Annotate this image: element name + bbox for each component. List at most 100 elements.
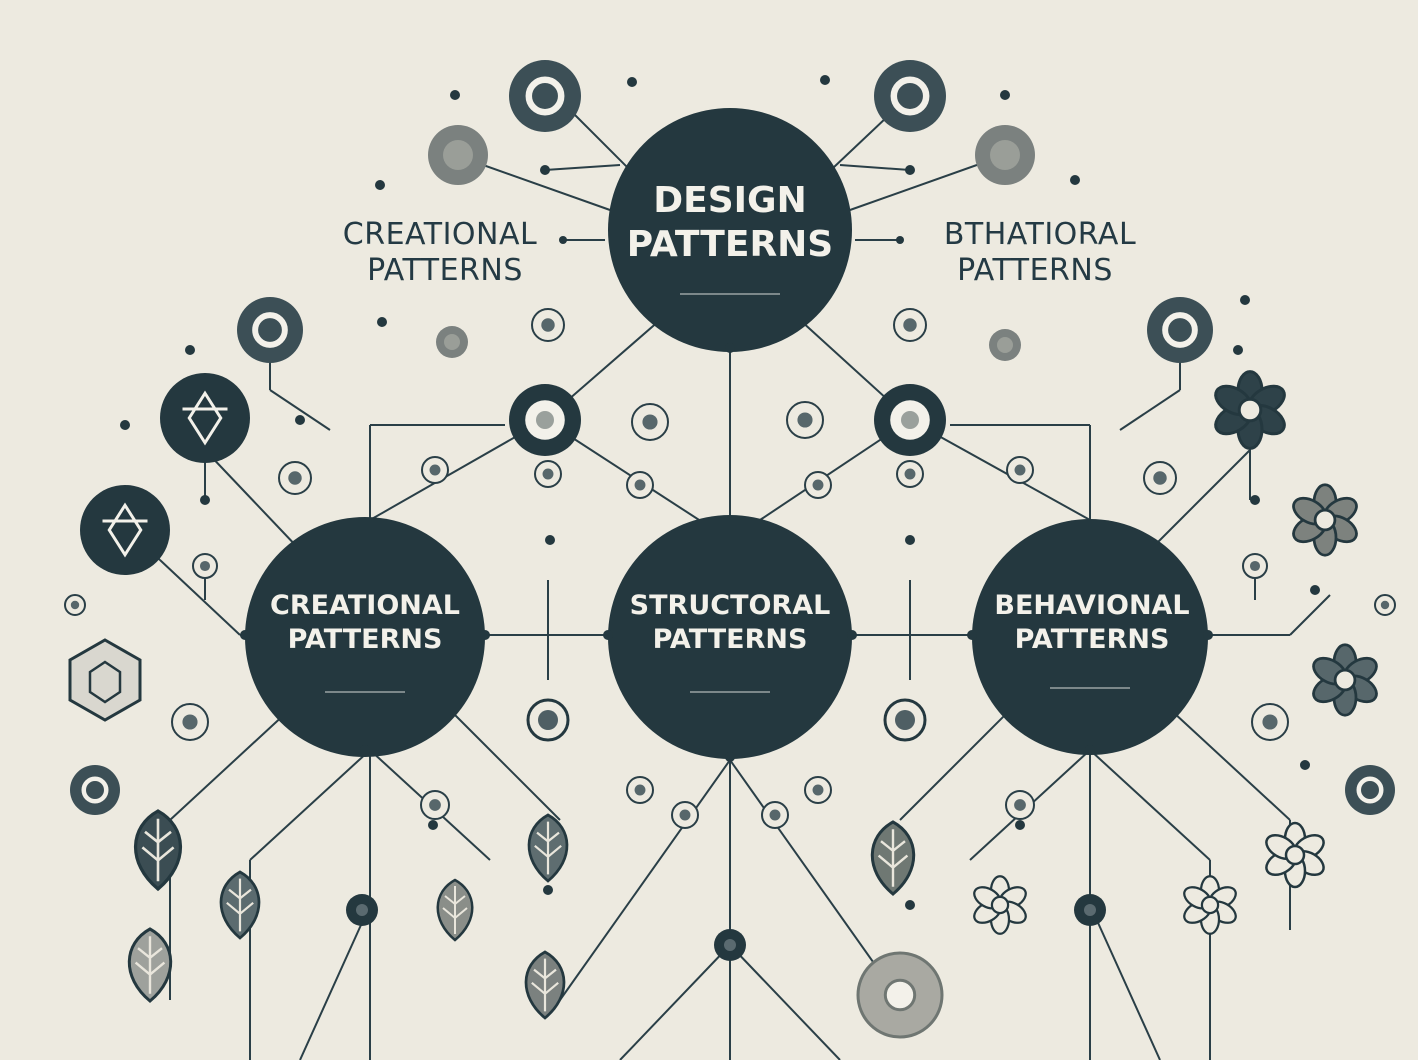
node-dot (905, 165, 915, 175)
node-dot (627, 77, 637, 87)
child-node-structural: STRUCTORAL PATTERNS (603, 515, 857, 762)
ring-icon (804, 471, 832, 499)
ring-icon (526, 698, 570, 742)
side-right-line2: PATTERNS (957, 253, 1113, 288)
node-dot (295, 415, 305, 425)
ring-icon (1006, 456, 1034, 484)
child-node-creational: CREATIONAL PATTERNS (240, 517, 490, 757)
flower-icon (1292, 483, 1358, 557)
node-dot (543, 885, 553, 895)
node-dot (200, 495, 210, 505)
ring-icon (1143, 461, 1177, 495)
child-structural-line1: STRUCTORAL (630, 590, 831, 621)
ring-icon (1345, 765, 1395, 815)
ring-icon (531, 308, 565, 342)
ring-icon (626, 776, 654, 804)
child-behavioral-line1: BEHAVIONAL (994, 590, 1189, 621)
hexagon-icon (68, 638, 142, 722)
tulip-icon (527, 813, 569, 883)
side-left-line1: CREATIONAL (343, 217, 537, 252)
ring-icon (1251, 703, 1289, 741)
connector-dots (120, 75, 1320, 961)
node-dot (375, 180, 385, 190)
node-dot (1000, 90, 1010, 100)
node-dot (185, 345, 195, 355)
node-dot (1240, 295, 1250, 305)
flower-icon (1214, 370, 1286, 450)
root-title-line1: DESIGN (653, 180, 806, 221)
root-title-line2: PATTERNS (627, 224, 833, 265)
compass-icon (160, 373, 250, 463)
ring-icon (420, 790, 450, 820)
node-dot (1310, 585, 1320, 595)
ring-icon (436, 326, 468, 358)
ring-icon (671, 801, 699, 829)
hexagon-inner-icon (88, 660, 122, 704)
ring-icon (64, 594, 86, 616)
ring-icon (509, 384, 581, 456)
node-dot (905, 535, 915, 545)
junction-dot-center (724, 939, 736, 951)
ring-icon (874, 60, 946, 132)
ring-icon (883, 698, 927, 742)
child-structural-line2: PATTERNS (653, 624, 808, 655)
flower-icon (1265, 821, 1325, 889)
lotus-icon (870, 820, 916, 896)
ring-icon (631, 403, 669, 441)
side-label-left: CREATIONAL PATTERNS (343, 217, 567, 288)
tulip-icon (524, 950, 566, 1020)
ring-icon (1242, 553, 1268, 579)
node-dot (820, 75, 830, 85)
node-dot (120, 420, 130, 430)
leaf-icon (134, 809, 182, 892)
child-creational-line1: CREATIONAL (270, 590, 460, 621)
node-dot (1300, 760, 1310, 770)
ring-icon (1374, 594, 1396, 616)
ring-icon (626, 471, 654, 499)
ring-icon (874, 384, 946, 456)
side-right-line1: BTHATIORAL (944, 217, 1136, 252)
node-dot (545, 535, 555, 545)
ring-icon (975, 125, 1035, 185)
ring-icon (70, 765, 120, 815)
ring-icon (896, 460, 924, 488)
ring-icon (237, 297, 303, 363)
ring-icon (989, 329, 1021, 361)
ring-icon (761, 801, 789, 829)
child-behavioral-line2: PATTERNS (1015, 624, 1170, 655)
node-dot (905, 900, 915, 910)
node-dot (1070, 175, 1080, 185)
star-icon (973, 875, 1027, 935)
ring-icons (64, 60, 1396, 1039)
junction-dot-center (1084, 904, 1096, 916)
ring-icon (804, 776, 832, 804)
ring-icon (786, 401, 824, 439)
node-dot (377, 317, 387, 327)
junction-dot-center (356, 904, 368, 916)
flower-icon (1312, 643, 1378, 717)
root-node: DESIGN PATTERNS (608, 108, 852, 353)
ring-icon (421, 456, 449, 484)
node-dot (1250, 495, 1260, 505)
star-icon (1183, 875, 1237, 935)
node-dot (428, 820, 438, 830)
node-dot (1015, 820, 1025, 830)
lotus-icon (127, 927, 173, 1003)
node-dot (450, 90, 460, 100)
ring-icon (509, 60, 581, 132)
child-creational-line2: PATTERNS (288, 624, 443, 655)
ring-icon (1005, 790, 1035, 820)
node-dot (540, 165, 550, 175)
leaf-icons (68, 370, 1378, 1020)
ring-icon (893, 308, 927, 342)
ring-icon (1147, 297, 1213, 363)
ring-icon (278, 461, 312, 495)
ring-icon (534, 460, 562, 488)
leaf-icon (219, 870, 261, 940)
child-node-behavioral: BEHAVIONAL PATTERNS (967, 519, 1213, 755)
ring-icon (428, 125, 488, 185)
ring-icon (856, 951, 944, 1039)
ring-icon (192, 553, 218, 579)
